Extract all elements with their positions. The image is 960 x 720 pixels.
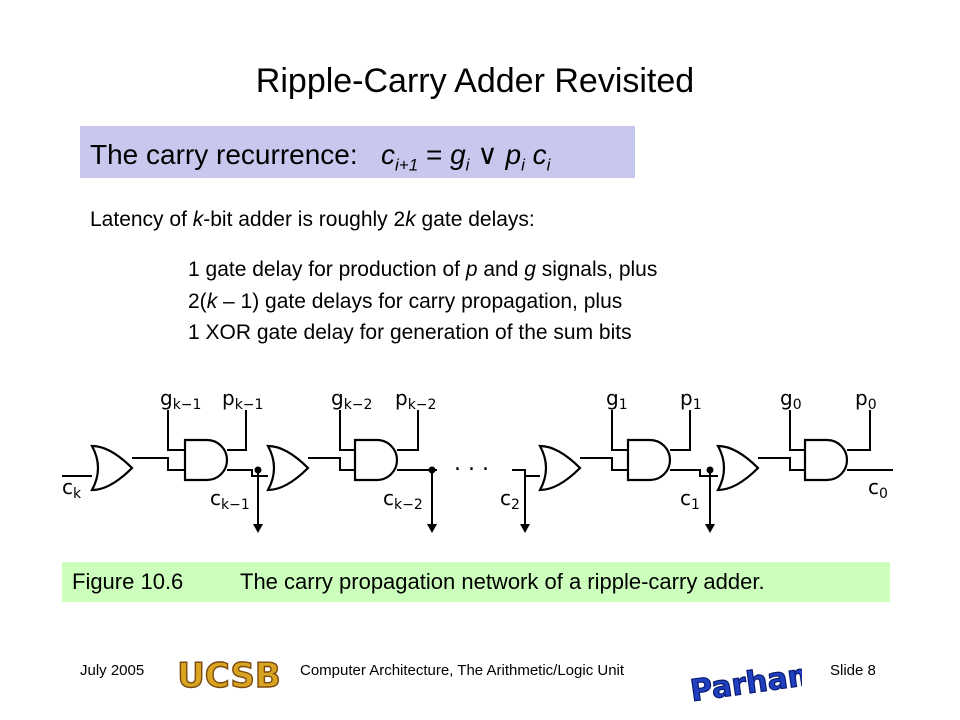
svg-text:pk−1: pk−1 <box>222 386 263 413</box>
label-p-k-2-sub: k−2 <box>408 397 437 413</box>
carry-recurrence: The carry recurrence: ci+1 = gi ∨ pi ci <box>90 138 550 176</box>
and-gate-1 <box>626 438 672 482</box>
label-c-2-sub: 2 <box>511 497 520 513</box>
recurrence-p: p <box>505 139 522 170</box>
or-gate-k-1 <box>90 444 134 492</box>
recurrence-highlight-box <box>80 126 635 178</box>
ucsb-logo-text: UCSB <box>177 656 281 693</box>
or-gate-0 <box>716 444 760 492</box>
recurrence-or: ∨ <box>477 139 498 170</box>
label-p-0-sub: 0 <box>868 397 877 413</box>
footer-date: July 2005 <box>80 662 145 679</box>
recurrence-g: g <box>450 139 466 170</box>
figure-number: Figure 10.6 <box>72 569 184 594</box>
latency-mid: -bit adder is roughly 2 <box>203 208 406 231</box>
carry-propagation-circuit: gk−1 pk−1 gk−2 pk−2 g1 p1 g0 p0 ck ck−1 … <box>62 386 893 533</box>
latency-statement: Latency of k-bit adder is roughly 2k gat… <box>90 208 535 232</box>
parhami-logo: B Parhami <box>682 654 802 706</box>
label-c-1-sub: 1 <box>691 497 700 513</box>
label-g-k-1-sub: k−1 <box>173 397 202 413</box>
svg-text:c1: c1 <box>680 486 700 513</box>
latency-k2: k <box>405 208 416 231</box>
label-c-k-sub: k <box>73 486 82 502</box>
svg-text:pk−2: pk−2 <box>395 386 436 413</box>
recurrence-sub-i-g: i <box>465 155 470 175</box>
recurrence-label: The carry recurrence: <box>90 139 358 170</box>
ucsb-logo: UCSB <box>170 655 288 693</box>
detail-line-1: 1 gate delay for production of p and g s… <box>188 258 657 282</box>
detail-1-p: p <box>465 258 478 281</box>
label-p-1: p <box>680 386 693 410</box>
svg-text:p1: p1 <box>680 386 702 413</box>
label-p-1-sub: 1 <box>693 397 702 413</box>
latency-pre: Latency of <box>90 208 193 231</box>
svg-text:gk−2: gk−2 <box>331 386 372 413</box>
label-c-0: c <box>868 475 879 499</box>
svg-text:ck−1: ck−1 <box>210 486 250 513</box>
label-g-0-sub: 0 <box>793 397 802 413</box>
svg-text:p0: p0 <box>855 386 877 413</box>
label-g-0: g <box>780 386 793 410</box>
circuit-wires <box>62 410 893 530</box>
svg-text:ck−2: ck−2 <box>383 486 423 513</box>
latency-post: gate delays: <box>415 208 535 231</box>
detail-2-pre: 2( <box>188 290 207 313</box>
recurrence-sub-i-p: i <box>521 155 525 175</box>
detail-1-post: signals, plus <box>535 258 658 281</box>
figure-caption: The carry propagation network of a rippl… <box>240 569 765 594</box>
label-p-k-1: p <box>222 386 235 410</box>
svg-text:gk−1: gk−1 <box>160 386 201 413</box>
detail-1-g: g <box>524 258 536 281</box>
svg-text:c2: c2 <box>500 486 520 513</box>
label-g-k-1: g <box>160 386 173 410</box>
svg-text:ck: ck <box>62 475 82 502</box>
label-g-k-2-sub: k−2 <box>344 397 373 413</box>
label-c-0-sub: 0 <box>879 486 888 502</box>
detail-line-2: 2(k – 1) gate delays for carry propagati… <box>188 290 622 314</box>
label-c-k: c <box>62 475 73 499</box>
or-gate-k-2 <box>266 444 310 492</box>
footer-slide-number: Slide 8 <box>830 662 876 679</box>
footer-course: Computer Architecture, The Arithmetic/Lo… <box>300 662 625 679</box>
ellipsis-dots: . . . <box>454 451 489 476</box>
svg-text:g0: g0 <box>780 386 802 413</box>
label-g-k-2: g <box>331 386 344 410</box>
label-c-k-2: c <box>383 486 394 510</box>
label-c-k-1: c <box>210 486 221 510</box>
label-g-1-sub: 1 <box>619 397 628 413</box>
recurrence-sub-i1: i+1 <box>394 155 419 175</box>
figure-caption-box <box>62 562 890 602</box>
svg-text:g1: g1 <box>606 386 628 413</box>
label-c-k-1-sub: k−1 <box>221 497 250 513</box>
label-c-k-2-sub: k−2 <box>394 497 423 513</box>
detail-1-pre: 1 gate delay for production of <box>188 258 466 281</box>
parhami-logo-text: B Parhami <box>682 655 802 706</box>
slide-title: Ripple-Carry Adder Revisited <box>255 62 695 100</box>
detail-1-and: and <box>477 258 525 281</box>
detail-2-post: – 1) gate delays for carry propagation, … <box>217 290 623 313</box>
and-gate-k-1 <box>183 438 229 482</box>
and-gate-k-2 <box>353 438 399 482</box>
recurrence-c: c <box>380 139 395 170</box>
detail-2-k: k <box>206 290 218 313</box>
label-c-1: c <box>680 486 691 510</box>
label-p-0: p <box>855 386 868 410</box>
label-c-2: c <box>500 486 511 510</box>
latency-k: k <box>192 208 204 231</box>
svg-text:c0: c0 <box>868 475 888 502</box>
label-g-1: g <box>606 386 619 410</box>
or-gate-1 <box>538 444 582 492</box>
wire-junctions <box>253 466 715 533</box>
recurrence-sub-i-c: i <box>546 155 551 175</box>
recurrence-equals: = <box>425 139 443 170</box>
detail-line-3: 1 XOR gate delay for generation of the s… <box>188 321 632 344</box>
label-p-k-1-sub: k−1 <box>235 397 264 413</box>
and-gate-0 <box>803 438 849 482</box>
recurrence-c-i: c <box>532 139 547 170</box>
label-p-k-2: p <box>395 386 408 410</box>
